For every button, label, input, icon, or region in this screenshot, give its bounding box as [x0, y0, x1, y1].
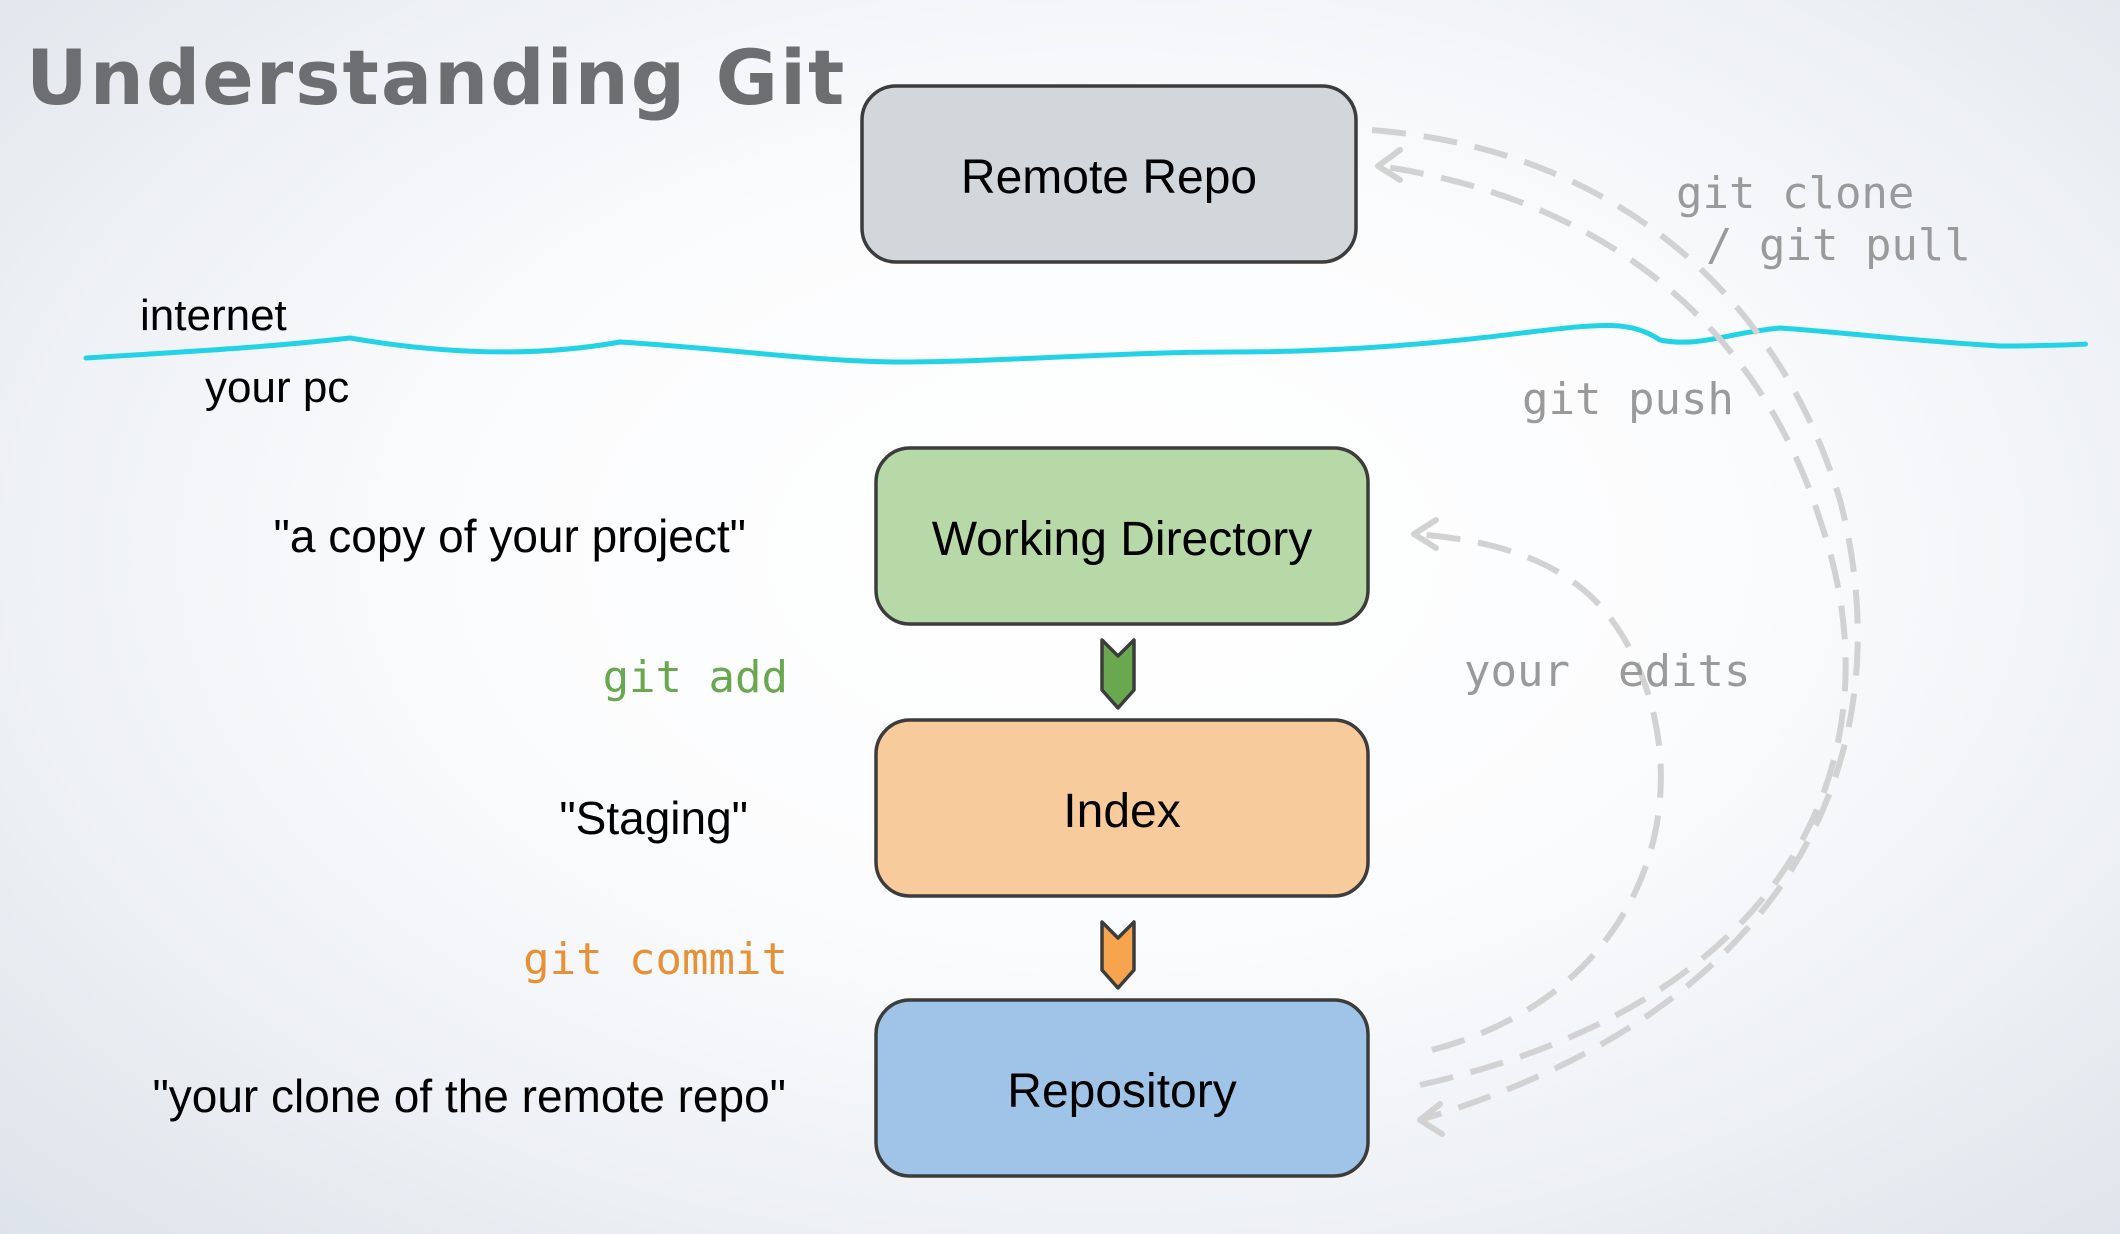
git-push-label: git push [1522, 374, 1734, 425]
working-directory-label: Working Directory [932, 513, 1313, 566]
repository-description: "your clone of the remote repo" [152, 1070, 786, 1122]
index-box: Index [874, 718, 1370, 898]
repository-box: Repository [874, 998, 1370, 1178]
git-clone-pull-arrow [1375, 147, 1849, 1088]
git-pull-label: / git pull [1706, 220, 1971, 271]
your-pc-label: your pc [205, 363, 349, 412]
git-add-chevron-icon [1100, 638, 1136, 710]
git-push-arrow [1371, 127, 1861, 1137]
git-commit-chevron-icon [1100, 920, 1136, 990]
working-directory-description: "a copy of your project" [274, 510, 746, 562]
your-edits-label-2: edits [1618, 646, 1750, 697]
repository-label: Repository [1007, 1065, 1236, 1118]
your-edits-arrow [1411, 517, 1664, 1053]
internet-boundary-line [83, 323, 2088, 365]
index-label: Index [1063, 785, 1180, 838]
internet-label: internet [140, 291, 287, 340]
git-add-label: git add [603, 652, 788, 703]
remote-repo-label: Remote Repo [961, 151, 1257, 204]
page-title: Understanding Git [26, 33, 846, 122]
git-clone-label: git clone [1676, 168, 1914, 219]
working-directory-box: Working Directory [874, 446, 1370, 626]
your-edits-label-1: your [1464, 646, 1570, 697]
remote-repo-box: Remote Repo [860, 84, 1358, 264]
git-commit-label: git commit [523, 934, 788, 985]
index-description: "Staging" [559, 792, 748, 844]
